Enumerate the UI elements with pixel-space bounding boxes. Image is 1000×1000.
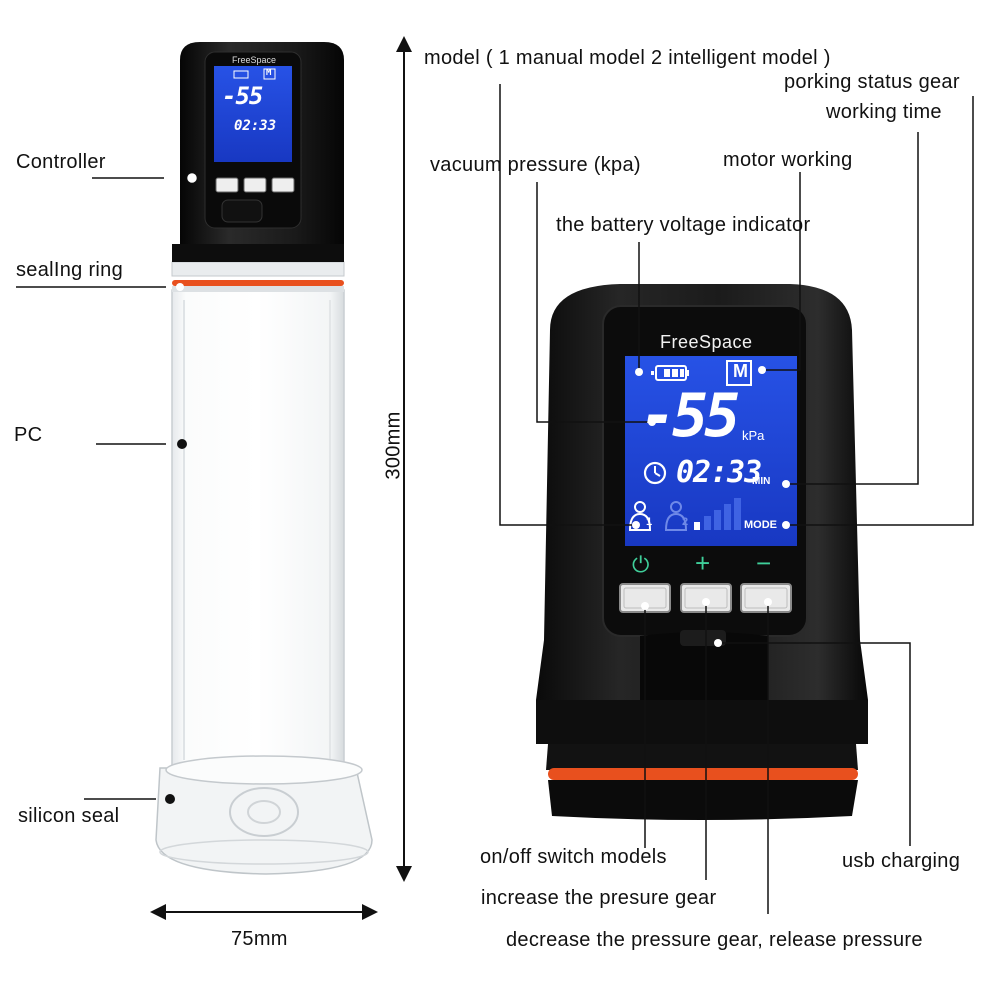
label-sealing-ring: sealIng ring — [16, 259, 123, 281]
small-lcd-time: 02:33 — [234, 118, 277, 134]
label-model: model ( 1 manual model 2 intelligent mod… — [424, 47, 831, 69]
small-lcd-pressure: -55 — [222, 82, 263, 110]
label-controller: Controller — [16, 151, 106, 173]
pressure-readout: -55 — [640, 381, 740, 451]
small-lcd-mode-letter: M — [266, 68, 272, 78]
time-unit: MIN — [752, 476, 771, 487]
brand-logo: FreeSpace — [660, 332, 753, 352]
sealing-ring-large — [548, 768, 858, 780]
label-increase: increase the presure gear — [481, 887, 717, 909]
minus-icon: − — [756, 548, 772, 578]
plus-icon: + — [695, 548, 711, 578]
small-lcd-display — [233, 68, 276, 80]
person-1-number: 1 — [646, 516, 653, 528]
silicon-seal-base — [155, 755, 373, 875]
label-vacuum-pressure: vacuum pressure (kpa) — [430, 154, 641, 176]
controller-head-large — [536, 284, 868, 820]
label-porking-status: porking status gear — [784, 71, 960, 93]
label-pc: PC — [14, 424, 43, 446]
label-on-off: on/off switch models — [480, 846, 667, 868]
controller-head-small — [172, 42, 344, 262]
pressure-unit: kPa — [742, 428, 765, 443]
power-icon: ⏻ — [632, 552, 650, 577]
left-leader-lines — [16, 173, 197, 804]
label-battery: the battery voltage indicator — [556, 214, 811, 236]
pc-tube — [171, 289, 345, 771]
width-dimension-arrow — [150, 904, 378, 920]
label-working-time: working time — [826, 101, 942, 123]
small-brand: FreeSpace — [232, 55, 277, 65]
label-height: 300mm — [382, 411, 405, 480]
label-decrease: decrease the pressure gear, release pres… — [506, 929, 923, 951]
person-2-number: 2 — [682, 516, 689, 528]
right-leader-lines — [499, 84, 974, 914]
label-width: 75mm — [231, 928, 288, 950]
label-motor-working: motor working — [723, 149, 853, 171]
label-usb: usb charging — [842, 850, 961, 872]
label-silicon-seal: silicon seal — [18, 805, 120, 827]
right-leader-dots — [632, 366, 790, 647]
mode-letter: M — [733, 361, 748, 381]
sealing-ring-small — [171, 261, 345, 292]
mode-label: MODE — [744, 519, 777, 531]
time-readout: 02:33 — [676, 455, 762, 490]
height-dimension-arrow — [396, 36, 412, 882]
